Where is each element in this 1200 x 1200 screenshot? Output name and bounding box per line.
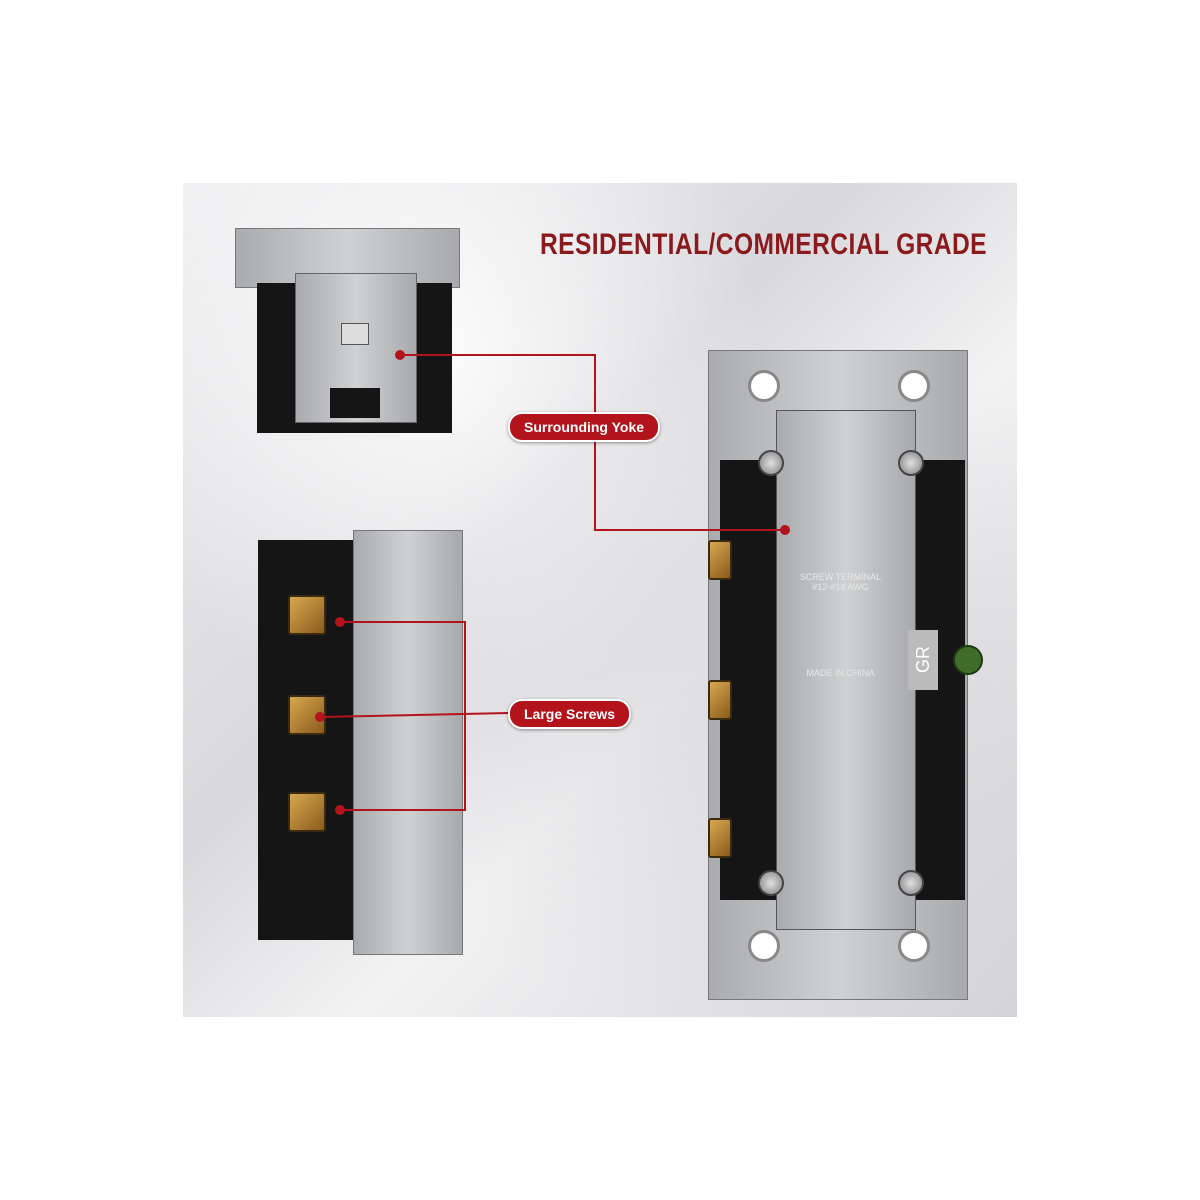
plate-text-terminal: SCREW TERMINAL	[799, 572, 882, 582]
plate-text-awg: #12-#14 AWG	[812, 582, 869, 592]
plate-text-origin: MADE IN CHINA	[806, 668, 875, 678]
plate-wire-spec: SCREW TERMINAL #12-#14 AWG	[783, 572, 898, 592]
headline: RESIDENTIAL/COMMERCIAL GRADE	[540, 228, 988, 261]
callout-large-screws: Large Screws	[508, 699, 632, 729]
ground-screw	[953, 645, 983, 675]
switch-top-view	[235, 228, 460, 443]
switch-back-view: SCREW TERMINAL #12-#14 AWG MADE IN CHINA…	[708, 350, 988, 1000]
callout-surrounding-yoke: Surrounding Yoke	[508, 412, 661, 442]
